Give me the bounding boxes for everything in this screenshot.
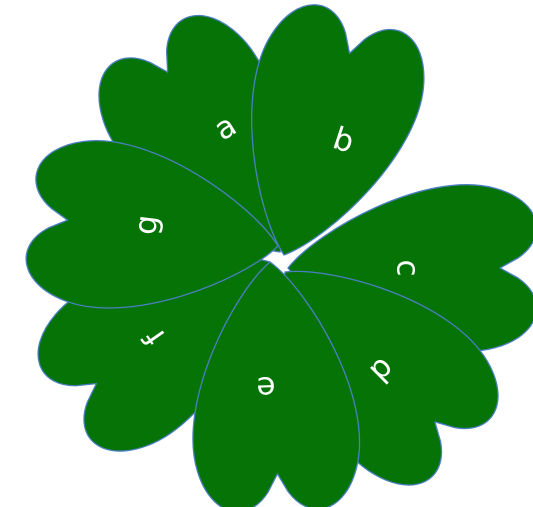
petal-label-c: c [390,259,426,276]
petal-label-e: e [256,369,276,406]
